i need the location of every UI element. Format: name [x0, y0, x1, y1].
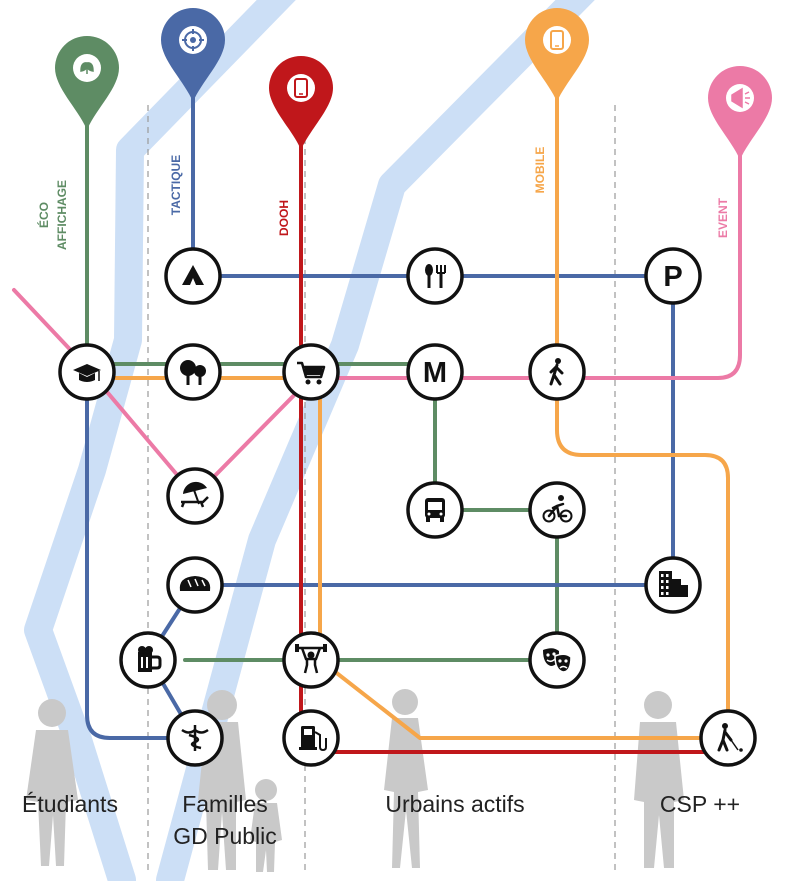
- pin-mobile: MOBILE: [525, 8, 589, 193]
- bread-icon: [179, 576, 211, 591]
- metro-icon: M: [423, 357, 447, 389]
- leaf-icon: [80, 62, 94, 74]
- pin-label-line: AFFICHAGE: [55, 180, 69, 250]
- river-right-arm: [156, 0, 595, 881]
- station-bar: [119, 631, 177, 689]
- megaphone-icon: [731, 87, 750, 109]
- target-icon: [182, 29, 204, 51]
- graduation-cap-icon: [73, 364, 101, 382]
- line-eco: [85, 116, 559, 662]
- station-bakery: [166, 556, 224, 614]
- station-ring: [644, 247, 702, 305]
- csp-silhouette: [634, 691, 684, 868]
- segment-label-etudiants: Étudiants: [0, 788, 140, 820]
- golfer-icon: [717, 723, 743, 752]
- pin-label-line: ÉCO: [36, 202, 51, 228]
- pin-marker: [269, 56, 333, 150]
- fork-spoon-icon: [425, 264, 446, 288]
- station-golf: [699, 709, 757, 767]
- shopping-cart-icon: [297, 361, 326, 385]
- pin-dooh: DOOH: [269, 56, 333, 236]
- segment-label-csp: CSP ++: [625, 788, 775, 820]
- station-gym: [282, 631, 340, 689]
- station-bus: [406, 481, 464, 539]
- segment-label-line: Étudiants: [22, 791, 118, 817]
- pin-event: EVENT: [708, 66, 772, 238]
- screen-icon: [294, 78, 308, 98]
- caduceus-icon: [181, 725, 209, 751]
- pin-label-eco: ÉCO AFFICHAGE: [36, 180, 69, 250]
- station-beach: [166, 467, 224, 525]
- station-university: [58, 343, 116, 401]
- trees-icon: [180, 360, 206, 385]
- theatre-masks-icon: [543, 648, 572, 673]
- student-silhouette: [26, 699, 78, 866]
- pedestrian-icon: [549, 358, 564, 386]
- silhouettes: [26, 689, 684, 872]
- stations: PM: [58, 247, 757, 767]
- segment-label-line: Urbains actifs: [385, 791, 525, 817]
- cyclist-icon: [542, 495, 573, 523]
- parking-icon: P: [663, 261, 682, 293]
- station-restaurant: [406, 247, 464, 305]
- urban-silhouette: [384, 689, 428, 868]
- office-buildings-icon: [659, 571, 688, 597]
- pin-label-tactique: TACTIQUE: [169, 155, 183, 215]
- segment-label-line: CSP ++: [659, 791, 741, 817]
- station-ring: [528, 343, 586, 401]
- station-ring: [166, 467, 224, 525]
- station-parking: P: [644, 247, 702, 305]
- pin-tactique: TACTIQUE: [161, 8, 225, 215]
- pin-label-line: MOBILE: [533, 147, 547, 194]
- station-ring: [406, 247, 464, 305]
- segment-label-line: Familles: [182, 791, 268, 817]
- segment-label-familles: Familles GD Public: [150, 788, 300, 852]
- pin-label-event: EVENT: [716, 197, 730, 238]
- pin-marker: [161, 8, 225, 102]
- station-office: [644, 556, 702, 614]
- pin-label-mobile: MOBILE: [533, 147, 547, 194]
- segment-label-line: GD Public: [173, 823, 277, 849]
- pin-marker: [55, 36, 119, 130]
- bus-icon: [425, 498, 445, 522]
- pin-label-line: TACTIQUE: [169, 155, 183, 215]
- station-letter: M: [423, 357, 447, 389]
- tent-icon: [182, 265, 204, 285]
- pin-label-dooh: DOOH: [277, 200, 291, 236]
- station-shopping: [282, 343, 340, 401]
- station-pharmacy: [166, 709, 224, 767]
- beach-umbrella-icon: [180, 481, 209, 508]
- pin-label-line: EVENT: [716, 197, 730, 238]
- pin-eco: ÉCO AFFICHAGE: [36, 36, 119, 250]
- station-theatre: [528, 631, 586, 689]
- segment-label-urbains: Urbains actifs: [330, 788, 580, 820]
- river-left-arm: [24, 0, 296, 881]
- line-mobile: [85, 58, 730, 740]
- pin-marker: [708, 66, 772, 160]
- weightlifter-icon: [295, 644, 327, 674]
- river: [24, 0, 595, 881]
- smartphone-icon: [550, 30, 564, 50]
- line-event: [12, 118, 742, 498]
- station-walk: [528, 343, 586, 401]
- pin-marker: [525, 8, 589, 102]
- pin-label-line: DOOH: [277, 200, 291, 236]
- fuel-pump-icon: [299, 726, 327, 752]
- pins: ÉCO AFFICHAGE TACTIQUE DOOH MOBILE EVENT: [36, 8, 772, 250]
- station-ring: [406, 343, 464, 401]
- station-metro: M: [406, 343, 464, 401]
- station-park: [164, 343, 222, 401]
- station-letter: P: [663, 261, 682, 293]
- station-fuel: [282, 709, 340, 767]
- station-cycling: [528, 481, 586, 539]
- line-dooh: [299, 98, 732, 754]
- beer-mug-icon: [138, 646, 162, 672]
- station-tent: [164, 247, 222, 305]
